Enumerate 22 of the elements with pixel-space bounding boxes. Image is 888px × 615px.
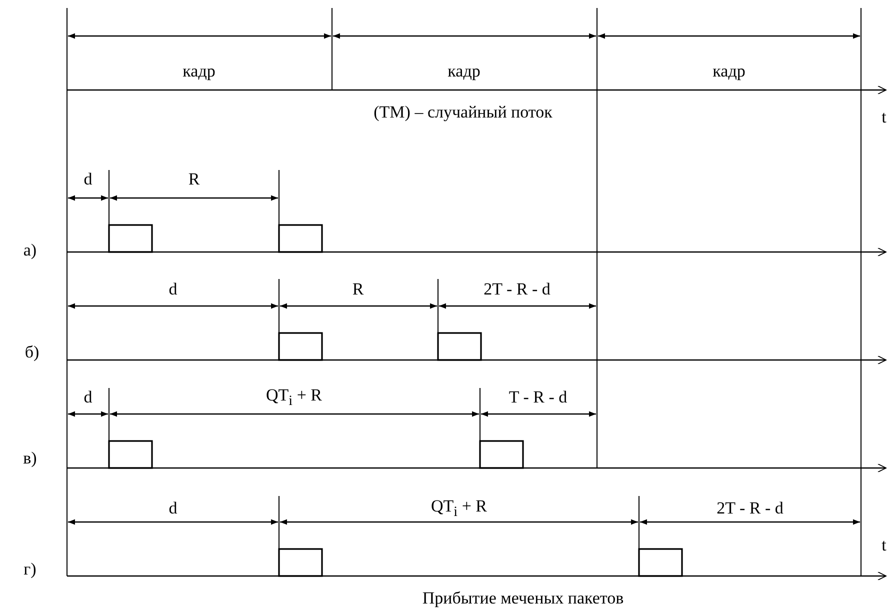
dimension-label: d xyxy=(168,500,178,518)
dimension-label: d xyxy=(168,280,178,300)
row-label: г) xyxy=(24,560,36,580)
dimension-label: R xyxy=(352,280,364,300)
axis-label: t xyxy=(882,536,886,556)
row-label: б) xyxy=(24,344,40,362)
dimension-label: T - R - d xyxy=(508,388,568,408)
dimension-label: кадр xyxy=(712,62,746,82)
stream-label: (TM) – случайный поток xyxy=(374,104,552,122)
dimension-label: 2T - R - d xyxy=(484,280,550,300)
dimension-label: кадр xyxy=(182,62,216,82)
dimension-label: d xyxy=(84,388,92,408)
caption: Прибытие меченых пакетов xyxy=(422,590,624,608)
axis-label: t xyxy=(882,108,886,128)
dimension-label: R xyxy=(188,170,200,190)
dimension-label: 2T - R - d xyxy=(716,500,784,518)
dimension-label: d xyxy=(84,170,92,190)
row-label: а) xyxy=(23,242,37,260)
dimension-label: кадр xyxy=(448,62,480,82)
dimension-label: QT$_{i}$ + R xyxy=(266,386,322,410)
row-label: в) xyxy=(23,450,37,468)
dimension-label: QT$_{i}$ + R xyxy=(430,498,488,520)
